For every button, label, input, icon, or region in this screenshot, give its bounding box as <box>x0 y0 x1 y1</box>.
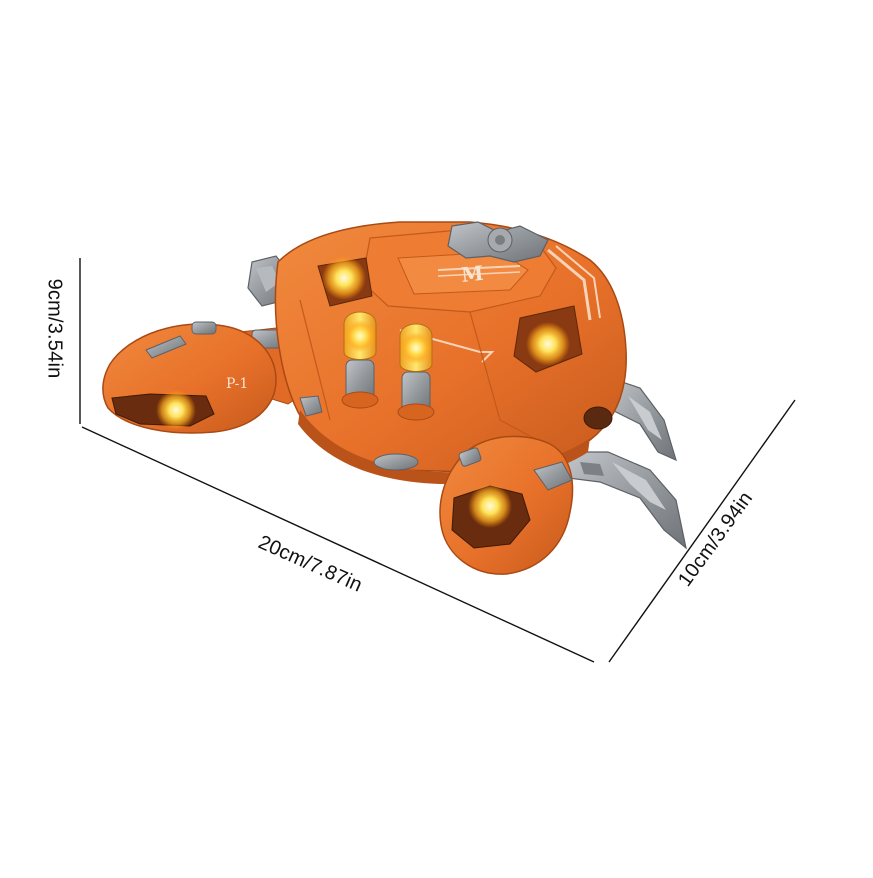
length-dimension-line <box>81 426 595 663</box>
back-right-leg-upper <box>609 377 677 462</box>
left-bulb-tower <box>341 311 379 409</box>
shell-gear-control <box>447 221 549 263</box>
depth-dimension-line <box>608 399 796 663</box>
height-dimension-label: 9cm/3.54in <box>43 278 66 379</box>
right-bulb-tower <box>397 323 435 421</box>
left-window-light <box>322 256 366 300</box>
shell-emblem: M <box>460 261 485 287</box>
flipper-light <box>468 484 512 528</box>
head-light <box>156 390 196 430</box>
head-marking: P-1 <box>226 376 248 392</box>
back-right-leg-lower <box>565 451 687 550</box>
turtle-shell <box>274 221 627 484</box>
underside-joint <box>299 395 419 471</box>
right-window-light <box>526 322 570 366</box>
front-right-flipper <box>439 435 574 575</box>
turtle-head <box>102 321 277 434</box>
